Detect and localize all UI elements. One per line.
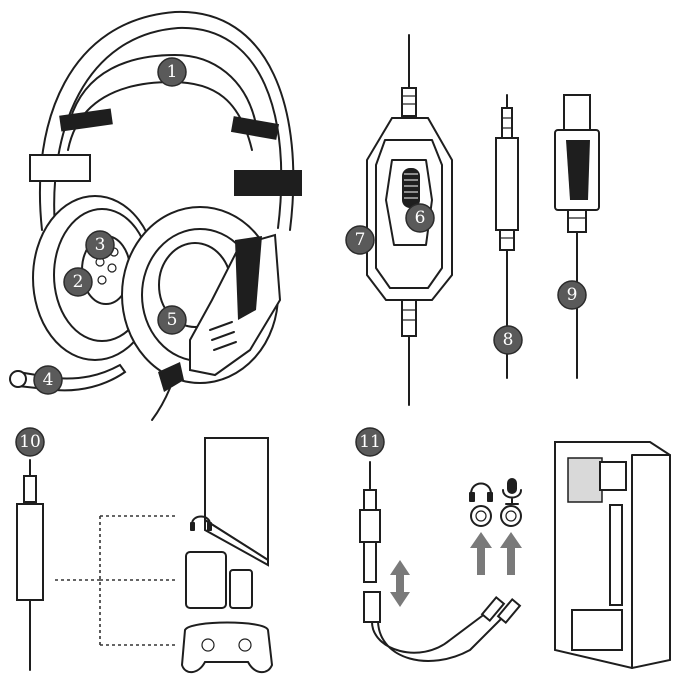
callout-label: 9: [567, 285, 578, 305]
headset-illustration: [9, 10, 302, 421]
callout-label: 8: [503, 330, 514, 350]
callout-badge-5: 5: [157, 305, 187, 335]
callout-label: 4: [43, 370, 54, 390]
callout-badge-11: 11: [355, 427, 385, 457]
callout-badge-8: 8: [493, 325, 523, 355]
callout-badge-10: 10: [15, 427, 45, 457]
callout-label: 11: [359, 432, 381, 452]
headphone-icon: [190, 515, 212, 531]
splitter-cable-panel: [359, 441, 671, 670]
usb-plug-illustration: [554, 94, 600, 379]
callout-label: 7: [355, 230, 366, 250]
callout-badge-9: 9: [557, 280, 587, 310]
callout-badge-2: 2: [63, 267, 93, 297]
audio-jack-plug-illustration: [495, 94, 519, 379]
callout-label: 3: [95, 235, 106, 255]
callout-badge-1: 1: [157, 57, 187, 87]
callout-label: 2: [73, 272, 84, 292]
callout-badge-7: 7: [345, 225, 375, 255]
callout-badge-4: 4: [33, 365, 63, 395]
headphone-icon: [469, 482, 493, 502]
device-compatibility-panel: [16, 437, 274, 674]
microphone-icon: [502, 478, 522, 505]
callout-label: 6: [415, 208, 426, 228]
callout-label: 1: [167, 62, 178, 82]
callout-badge-3: 3: [85, 230, 115, 260]
callout-label: 10: [19, 432, 41, 452]
callout-badge-6: 6: [405, 203, 435, 233]
callout-label: 5: [167, 310, 178, 330]
